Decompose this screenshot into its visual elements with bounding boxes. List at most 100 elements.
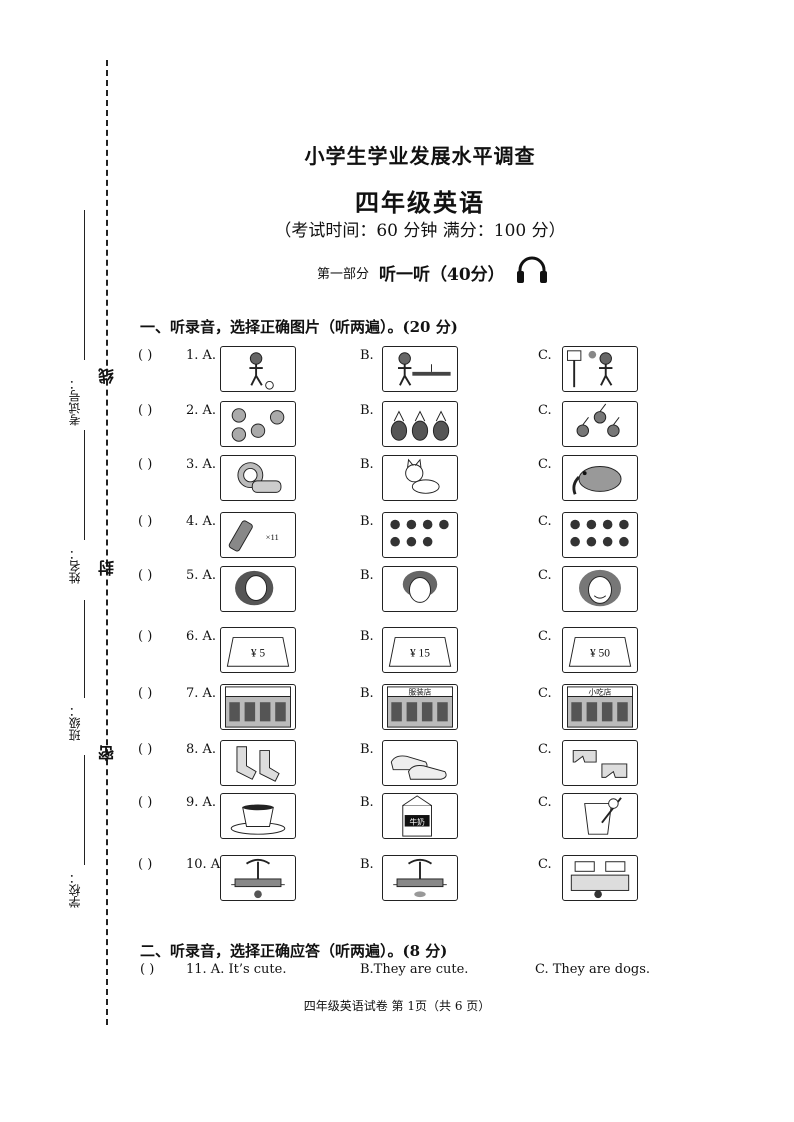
option-b-picture-milk[interactable]: 牛奶 (382, 793, 458, 839)
question-number: 5. A. (186, 568, 217, 583)
question-number: 7. A. (186, 686, 217, 701)
svg-text:×11: ×11 (266, 532, 279, 542)
q11-option-a[interactable]: 11. A. It’s cute. (186, 962, 287, 977)
option-b-picture-shoes[interactable] (382, 740, 458, 786)
section1-title: 一、听录音，选择正确图片（听两遍）。(20 分) (140, 318, 458, 336)
q11-option-c[interactable]: C. They are dogs. (535, 962, 651, 977)
answer-paren[interactable]: ( ) (138, 514, 153, 529)
svg-text:¥ 15: ¥ 15 (410, 648, 430, 660)
question-number: 4. A. (186, 514, 217, 529)
option-b-label: B. (360, 795, 374, 810)
question-row: ( )9. A.B.C.牛奶 (138, 793, 648, 841)
option-b-picture-park-tree[interactable] (382, 855, 458, 901)
school-line (84, 755, 85, 865)
option-c-picture-elephant[interactable] (562, 455, 638, 501)
option-c-picture-boy-basketball[interactable] (562, 346, 638, 392)
option-c-picture-eight-cats[interactable] (562, 512, 638, 558)
option-b-label: B. (360, 403, 374, 418)
question-row: ( )5. A.B.C. (138, 566, 648, 614)
class-line (84, 600, 85, 698)
binding-dashed-line (106, 60, 108, 1025)
question-number: 1. A. (186, 348, 217, 363)
option-b-picture-woman-short-hair[interactable] (382, 566, 458, 612)
answer-paren[interactable]: ( ) (138, 686, 153, 701)
svg-text:¥ 50: ¥ 50 (590, 648, 610, 660)
option-c-label: C. (538, 686, 552, 701)
exam-no-label: 考试号： (68, 378, 82, 426)
option-c-picture-cherries[interactable] (562, 401, 638, 447)
option-c-label: C. (538, 457, 552, 472)
svg-text:服装店: 服装店 (409, 687, 432, 697)
option-a-picture-girl-soccer[interactable] (220, 346, 296, 392)
option-c-picture-price-50[interactable]: ¥ 50 (562, 627, 638, 673)
answer-paren[interactable]: ( ) (138, 457, 153, 472)
part1-label: 第一部分 (317, 266, 370, 282)
option-a-picture-woman-long-hair[interactable] (220, 566, 296, 612)
answer-paren[interactable]: ( ) (138, 348, 153, 363)
option-c-label: C. (538, 514, 552, 529)
option-c-picture-shop-3[interactable]: 小吃店 (562, 684, 638, 730)
answer-paren[interactable]: ( ) (138, 629, 153, 644)
option-b-label: B. (360, 857, 374, 872)
question-row: ( )8. A.B.C. (138, 740, 648, 788)
question-row: ( )3. A.B.C. (138, 455, 648, 503)
exam-no-line (84, 210, 85, 360)
class-label: 班级： (68, 705, 82, 741)
question-row: ( ) 7. A. B. C. 服装店 小吃店 (138, 684, 648, 732)
question-number: 6. A. (186, 629, 217, 644)
question-row: ( ) 6. A. B. C. ¥ 5 ¥ 15 ¥ 50 (138, 627, 648, 675)
seal-char-secret: 密 (98, 745, 117, 761)
option-b-picture-pineapples[interactable] (382, 401, 458, 447)
option-c-picture-woman-smiling[interactable] (562, 566, 638, 612)
name-label: 姓名： (68, 548, 82, 584)
option-b-label: B. (360, 629, 374, 644)
option-a-picture-bottle-x11[interactable]: ×11 (220, 512, 296, 558)
option-b-label: B. (360, 457, 374, 472)
question-number: 8. A. (186, 742, 217, 757)
seal-char-seal: 封 (98, 560, 117, 576)
option-c-picture-shorts[interactable] (562, 740, 638, 786)
answer-paren[interactable]: ( ) (138, 795, 153, 810)
option-b-label: B. (360, 686, 374, 701)
option-a-picture-shop-1[interactable] (220, 684, 296, 730)
question-row: ( )4. A.B.C.×11 (138, 512, 648, 560)
answer-paren[interactable]: ( ) (138, 403, 153, 418)
svg-text:小吃店: 小吃店 (589, 687, 612, 697)
option-c-label: C. (538, 568, 552, 583)
section2-title: 二、听录音，选择正确应答（听两遍）。(8 分) (140, 942, 448, 960)
option-b-picture-cat[interactable] (382, 455, 458, 501)
question-number: 2. A. (186, 403, 217, 418)
question-number: 10. A. (186, 857, 225, 872)
option-a-picture-park-ball[interactable] (220, 855, 296, 901)
survey-title: 小学生学业发展水平调查 (304, 144, 536, 168)
option-c-label: C. (538, 629, 552, 644)
option-a-picture-lion[interactable] (220, 455, 296, 501)
answer-paren[interactable]: ( ) (138, 568, 153, 583)
q11-option-b[interactable]: B.They are cute. (360, 962, 469, 977)
option-b-picture-seven-cats[interactable] (382, 512, 458, 558)
option-a-picture-oranges[interactable] (220, 401, 296, 447)
svg-text:¥ 5: ¥ 5 (251, 648, 266, 660)
option-a-picture-socks[interactable] (220, 740, 296, 786)
option-c-label: C. (538, 403, 552, 418)
option-b-label: B. (360, 742, 374, 757)
option-c-picture-juice[interactable] (562, 793, 638, 839)
option-b-picture-girl-pingpong[interactable] (382, 346, 458, 392)
answer-paren[interactable]: ( ) (138, 857, 153, 872)
option-b-picture-price-15[interactable]: ¥ 15 (382, 627, 458, 673)
question-row: ( ) 2. A. B. C. (138, 401, 648, 449)
headphones-icon (515, 255, 549, 289)
question-number: 9. A. (186, 795, 217, 810)
seal-char-line: 线 (98, 368, 117, 384)
option-a-picture-price-5[interactable]: ¥ 5 (220, 627, 296, 673)
option-c-picture-kitchen-ball[interactable] (562, 855, 638, 901)
option-b-picture-shop-2[interactable]: 服装店 (382, 684, 458, 730)
option-a-picture-coffee[interactable] (220, 793, 296, 839)
page-footer: 四年级英语试卷 第 1页（共 6 页） (303, 999, 491, 1013)
part1-heading: 第一部分 听一听（40分） (317, 255, 549, 289)
q11-paren[interactable]: ( ) (140, 962, 155, 977)
option-c-label: C. (538, 348, 552, 363)
question-row: ( )1. A.B.C. (138, 346, 648, 394)
answer-paren[interactable]: ( ) (138, 742, 153, 757)
